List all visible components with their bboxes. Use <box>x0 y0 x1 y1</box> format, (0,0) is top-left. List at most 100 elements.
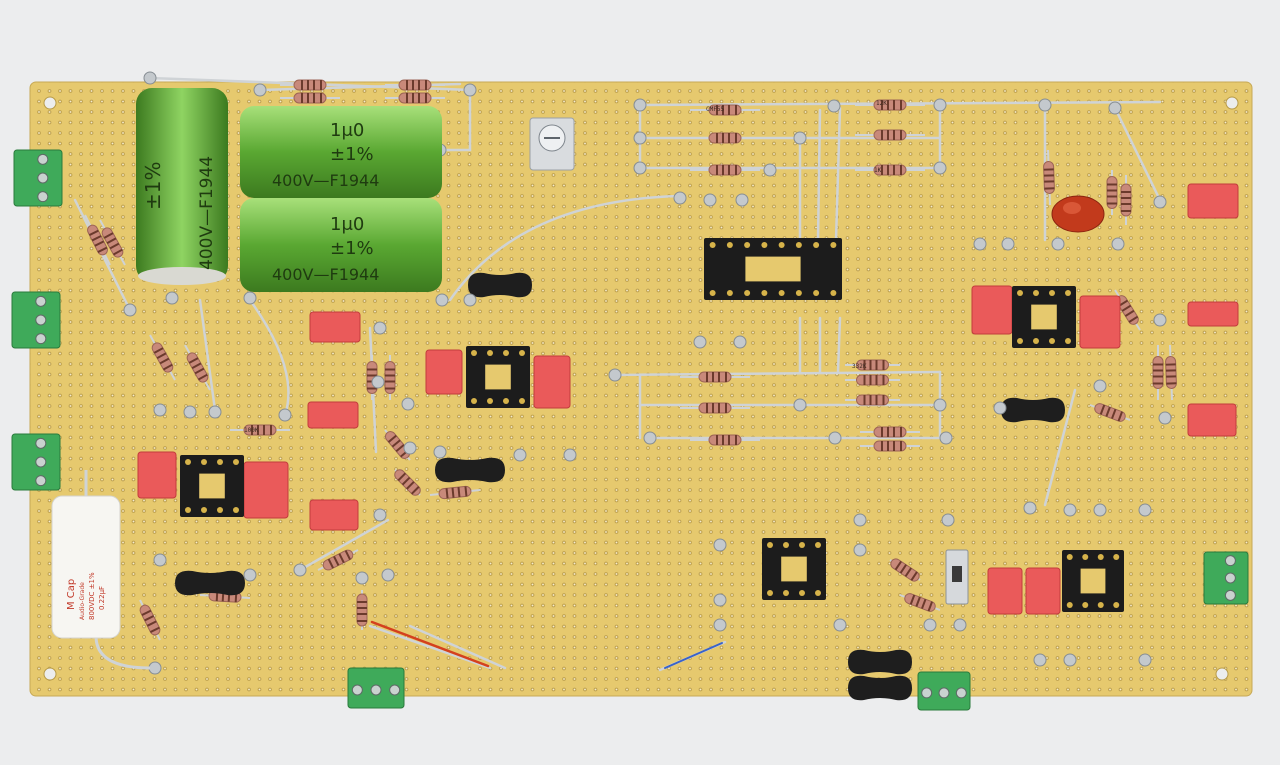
solder-joint-59 <box>733 335 747 349</box>
solder-joint-1 <box>253 83 267 97</box>
resistor-2 <box>280 92 340 104</box>
solder-joint-34 <box>513 448 527 462</box>
resistor-6 <box>690 164 760 176</box>
tantalum-capacitor <box>1051 195 1105 233</box>
solder-joint-27 <box>463 293 477 307</box>
solder-joint-72 <box>401 397 415 411</box>
blue-wire <box>664 642 723 669</box>
solder-joint-22 <box>165 291 179 305</box>
resistor-15 <box>149 334 176 381</box>
resistor-21 <box>394 469 421 496</box>
solder-joint-45 <box>713 618 727 632</box>
solder-joint-48 <box>853 543 867 557</box>
resistor-code-1: CMF55 <box>706 106 724 113</box>
solder-joint-30 <box>208 405 222 419</box>
solder-joint-13 <box>933 161 947 175</box>
box-capacitor-9 <box>1187 183 1239 219</box>
solder-joint-53 <box>643 431 657 445</box>
potentiometer-icon <box>529 117 575 171</box>
resistor-8 <box>855 129 925 141</box>
resistor-0 <box>280 79 340 91</box>
resistor-34 <box>860 440 920 452</box>
solder-joint-21 <box>1111 237 1125 251</box>
resistor-23 <box>317 549 359 571</box>
solder-joint-46 <box>853 513 867 527</box>
ic-socket-0 <box>180 455 244 517</box>
black-capacitor-0 <box>468 272 532 298</box>
solder-joint-7 <box>703 193 717 207</box>
solder-joint-23 <box>243 291 257 305</box>
solder-joint-0 <box>143 71 157 85</box>
box-capacitor-13 <box>1025 567 1061 615</box>
resistor-30 <box>845 359 900 371</box>
solder-joint-61 <box>1093 379 1107 393</box>
resistor-19 <box>384 355 396 400</box>
terminal-block-3 <box>347 667 405 709</box>
terminal-block-4 <box>917 671 971 711</box>
solder-joint-47 <box>941 513 955 527</box>
resistor-32 <box>845 394 900 406</box>
film-cap-3-value: 1μ0 <box>330 214 364 235</box>
solder-joints <box>123 71 1172 675</box>
terminal-block-5 <box>1203 551 1249 605</box>
solder-joint-44 <box>713 593 727 607</box>
box-capacitors <box>137 183 1239 615</box>
solder-joint-20 <box>1051 237 1065 251</box>
film-cap-3-tol: ±1% <box>330 238 374 259</box>
resistor-code-3: 12K <box>876 100 887 107</box>
wire-20 <box>1113 106 1162 202</box>
box-capacitor-6 <box>243 461 289 519</box>
solder-joint-29 <box>183 405 197 419</box>
solder-joint-62 <box>1158 411 1172 425</box>
resistor-1 <box>385 79 445 91</box>
solder-joint-14 <box>1038 98 1052 112</box>
solder-joint-16 <box>1153 195 1167 209</box>
wire-29 <box>298 518 390 572</box>
box-capacitor-3 <box>425 349 463 395</box>
box-capacitor-12 <box>987 567 1023 615</box>
black-capacitor-1 <box>435 457 505 483</box>
white-cap-detail: Audio-Grade <box>79 582 86 620</box>
white-cap-brand: M Cap <box>66 579 77 610</box>
box-capacitor-5 <box>137 451 177 499</box>
wire-22 <box>248 298 290 417</box>
resistor-code-2: 332K <box>852 363 867 370</box>
solder-joint-40 <box>381 568 395 582</box>
resistor-codes: CMF55 332K 12K 1K 100K <box>244 100 887 434</box>
white-cap-value: 0.22μF <box>98 586 106 610</box>
switch-icon <box>945 549 969 605</box>
box-capacitor-7 <box>971 285 1013 335</box>
solder-joint-64 <box>1063 503 1077 517</box>
solder-joint-18 <box>973 237 987 251</box>
solder-joint-42 <box>148 661 162 675</box>
black-capacitor-2 <box>175 570 245 596</box>
wire-10 <box>448 194 682 302</box>
terminal-block-0 <box>13 149 63 207</box>
film-capacitor-top: 1μ0 ±1% 400V—F1944 <box>240 106 442 198</box>
ic-socket-2 <box>704 238 842 300</box>
solder-joint-43 <box>713 538 727 552</box>
black-capacitor-5 <box>848 675 912 701</box>
resistor-37 <box>1114 289 1141 331</box>
solder-joint-31 <box>278 408 292 422</box>
solder-joint-17 <box>673 191 687 205</box>
resistor-27 <box>680 371 750 383</box>
resistor-14 <box>99 219 126 266</box>
ic-sockets <box>180 238 1124 612</box>
film-capacitor-bottom: 1μ0 ±1% 400V—F1944 <box>240 198 442 292</box>
resistor-12 <box>1120 175 1132 225</box>
solder-joint-4 <box>633 98 647 112</box>
resistor-11 <box>1106 170 1118 215</box>
resistor-16 <box>184 344 211 391</box>
resistor-3 <box>385 92 445 104</box>
solder-joint-11 <box>793 131 807 145</box>
resistor-26 <box>356 590 368 630</box>
box-capacitor-10 <box>1187 301 1239 327</box>
resistors <box>84 79 1177 641</box>
svg-text:ic-socket-icon: ic-socket-icon <box>0 8 7 11</box>
resistor-5 <box>690 132 760 144</box>
resistor-36 <box>899 593 941 612</box>
box-capacitor-4 <box>533 355 571 409</box>
wire-28 <box>198 298 217 412</box>
